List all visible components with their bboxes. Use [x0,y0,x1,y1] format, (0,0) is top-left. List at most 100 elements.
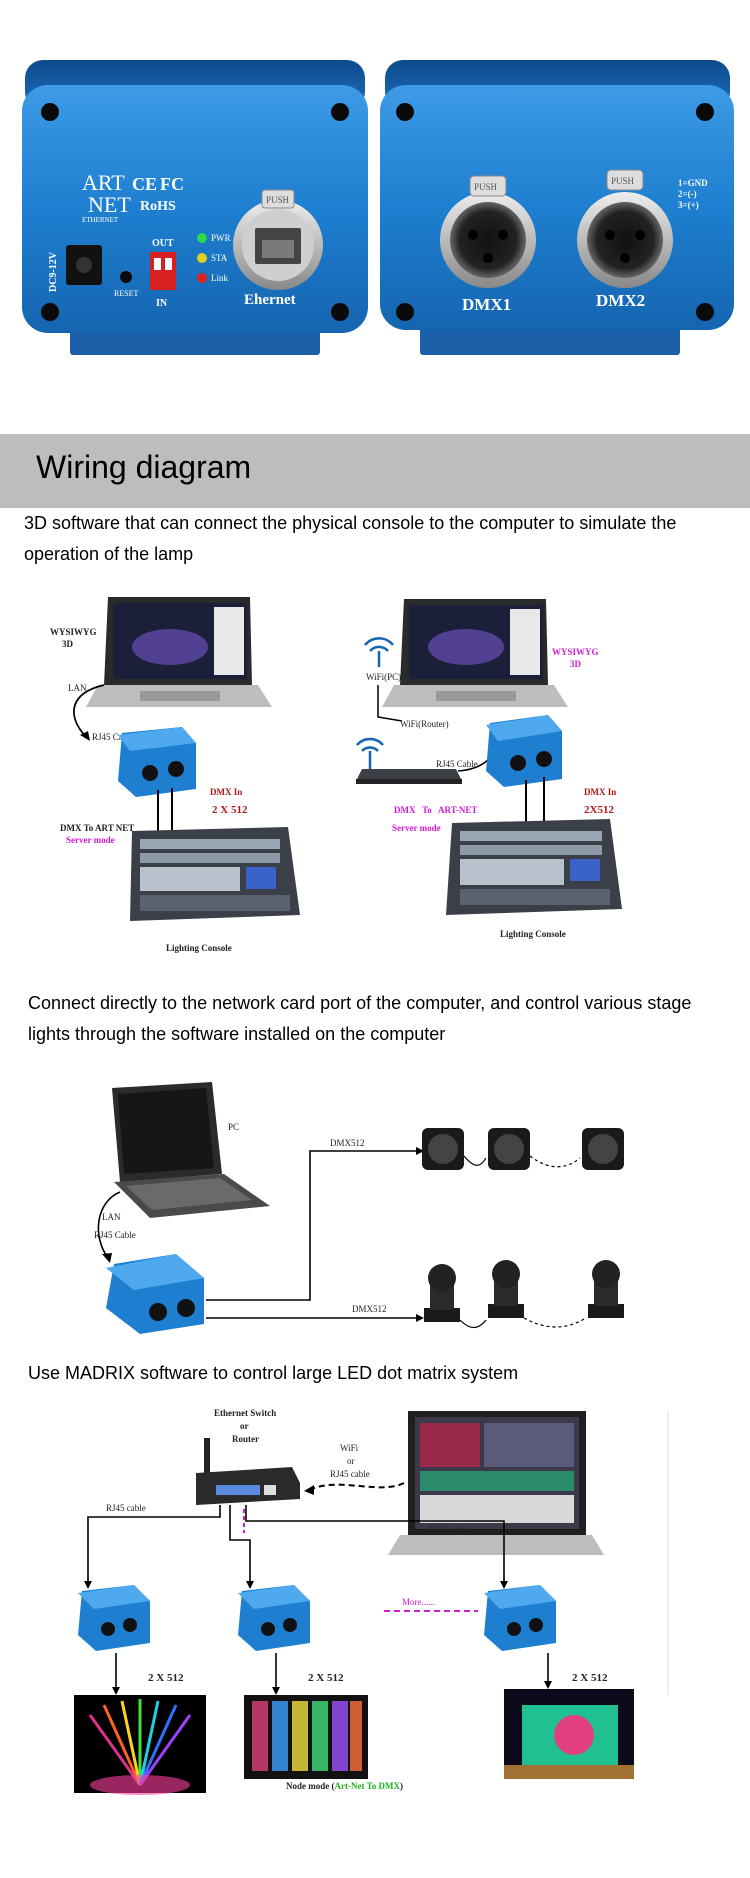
dmx-label-top: DMX512 [330,1138,365,1148]
pc-wifi-icon [364,637,394,667]
moving-head-row [424,1260,624,1329]
left-console-label: Lighting Console [166,943,232,953]
dip-out-label: OUT [152,238,174,249]
ethernet-switch [196,1438,300,1505]
power-label: DC9-12V [48,251,59,292]
lan-arrow [102,1253,112,1263]
building-facade-image [504,1689,634,1779]
led-matrix-image [244,1695,368,1779]
banner-title: Wiring diagram [36,449,252,485]
led-sta-label: STA [211,253,228,263]
right-dmx-in-label: DMX In [584,787,616,797]
dmx2-push-tab: PUSH [611,176,635,186]
left-lan-curve [73,684,105,738]
dmx1-push-tab: PUSH [474,182,498,192]
link-left [87,1505,221,1583]
dmx1-port-label: DMX1 [462,295,511,314]
node-mode-prefix: Node mode ( [286,1781,335,1791]
right-lighting-console [446,819,622,915]
node-device-3 [484,1585,556,1651]
node-mode-highlight: Art-Net To DMX [335,1781,401,1791]
rj45-left-label: RJ45 cable [106,1503,146,1513]
universes-label-3: 2 X 512 [572,1672,608,1684]
switch-label-line3: Router [232,1434,259,1444]
left-rj45-label: RJ45 Cable [92,732,134,742]
dmx-line-top [206,1150,418,1301]
wifi-label-line3: RJ45 cable [330,1469,370,1479]
lan-label: LAN [102,1212,121,1222]
wifi-label-line2: or [347,1456,355,1466]
left-universes-label: 2 X 512 [212,804,248,816]
right-rj45-label: RJ45 Cable [436,759,478,769]
led-link-label: Link [211,273,228,283]
left-lighting-console [130,827,300,921]
right-wifi-router-label: WiFi(Router) [400,719,449,729]
arrow-middle-node [246,1581,254,1589]
router-wifi-icon [356,737,384,769]
node-device-2 [238,1585,310,1651]
hero-product-image: ART NET ETHERNET CE FC RoHS DC9-12V RESE… [22,60,734,355]
left-device [22,60,368,355]
ethernet-port-label: Ehernet [244,292,296,308]
right-wifi-pc-line [377,685,403,722]
link-right [245,1505,505,1583]
diagram-3d-software: WYSIWYG 3D LAN RJ45 Cable DMX In 2 X 512… [50,597,622,953]
arrow-right-node [500,1581,508,1589]
node-mode-caption: Node mode (Art-Net To DMX) [286,1781,403,1791]
left-lan-label: LAN [68,683,87,693]
dmx-down-arrow-3 [544,1681,552,1689]
node-device-1 [78,1585,150,1651]
right-node-device [486,715,562,787]
rj45-right-label: RJ45 cable [428,1525,468,1535]
left-mode-title: DMX To ART NET [60,823,134,833]
dmx-down-arrow-1 [112,1687,120,1695]
pin-label-plus: 3=(+) [678,200,699,210]
left-lan-arrow [80,731,90,741]
diagram-direct-network: PC LAN RJ45 Cable DMX512 DMX512 [94,1082,624,1334]
link-middle [229,1505,251,1583]
right-mode-sub: Server mode [392,823,441,833]
universes-label-1: 2 X 512 [148,1672,184,1684]
right-console-label: Lighting Console [500,929,566,939]
more-label: More...... [402,1597,435,1607]
section-banner [0,434,750,508]
right-mode-title: DMX To ART-NET [394,805,477,815]
left-mode-sub: Server mode [66,835,115,845]
left-node-device [118,727,196,797]
router-device [356,769,462,784]
pin-label-minus: 2=(-) [678,189,697,199]
led-fan-image [74,1695,206,1795]
right-device [380,60,734,355]
rohs-mark: RoHS [140,199,176,214]
wifi-arrow [304,1485,314,1495]
pc-laptop [112,1082,270,1218]
dmx2-port-label: DMX2 [596,291,645,310]
cert-fc: FC [160,174,184,194]
par-light-row [422,1128,624,1170]
dmx-arrow-top [416,1147,424,1155]
diagram-madrix: Ethernet Switch or Router WiFi or RJ45 c… [74,1408,669,1795]
cert-ce: CE [132,174,157,194]
switch-label-line1: Ethernet Switch [214,1408,276,1418]
left-laptop [86,597,272,707]
led-pwr-label: PWR [211,233,231,243]
pc-label: PC [228,1122,239,1132]
dmx-down-arrow-2 [272,1687,280,1695]
section3-description: Use MADRIX software to control large LED… [28,1363,519,1383]
universes-label-2: 2 X 512 [308,1672,344,1684]
lan-curve [97,1191,121,1259]
dmx-arrow-bottom [416,1314,424,1322]
node-mode-suffix: ) [400,1781,403,1791]
right-wifi-pc-label: WiFi(PC) [366,672,401,682]
right-universes-label: 2X512 [584,804,614,816]
section1-description: 3D software that can connect the physica… [24,513,677,564]
section2-description: Connect directly to the network card por… [28,993,692,1044]
rj45-label: RJ45 Cable [94,1230,136,1240]
reset-label: RESET [114,289,139,298]
left-dmx-in-label: DMX In [210,787,242,797]
left-software-label: WYSIWYG [50,627,97,637]
arrow-left-node [84,1581,92,1589]
logo-line2: NET [88,192,131,217]
right-laptop [382,599,568,707]
wifi-label-line1: WiFi [340,1443,359,1453]
